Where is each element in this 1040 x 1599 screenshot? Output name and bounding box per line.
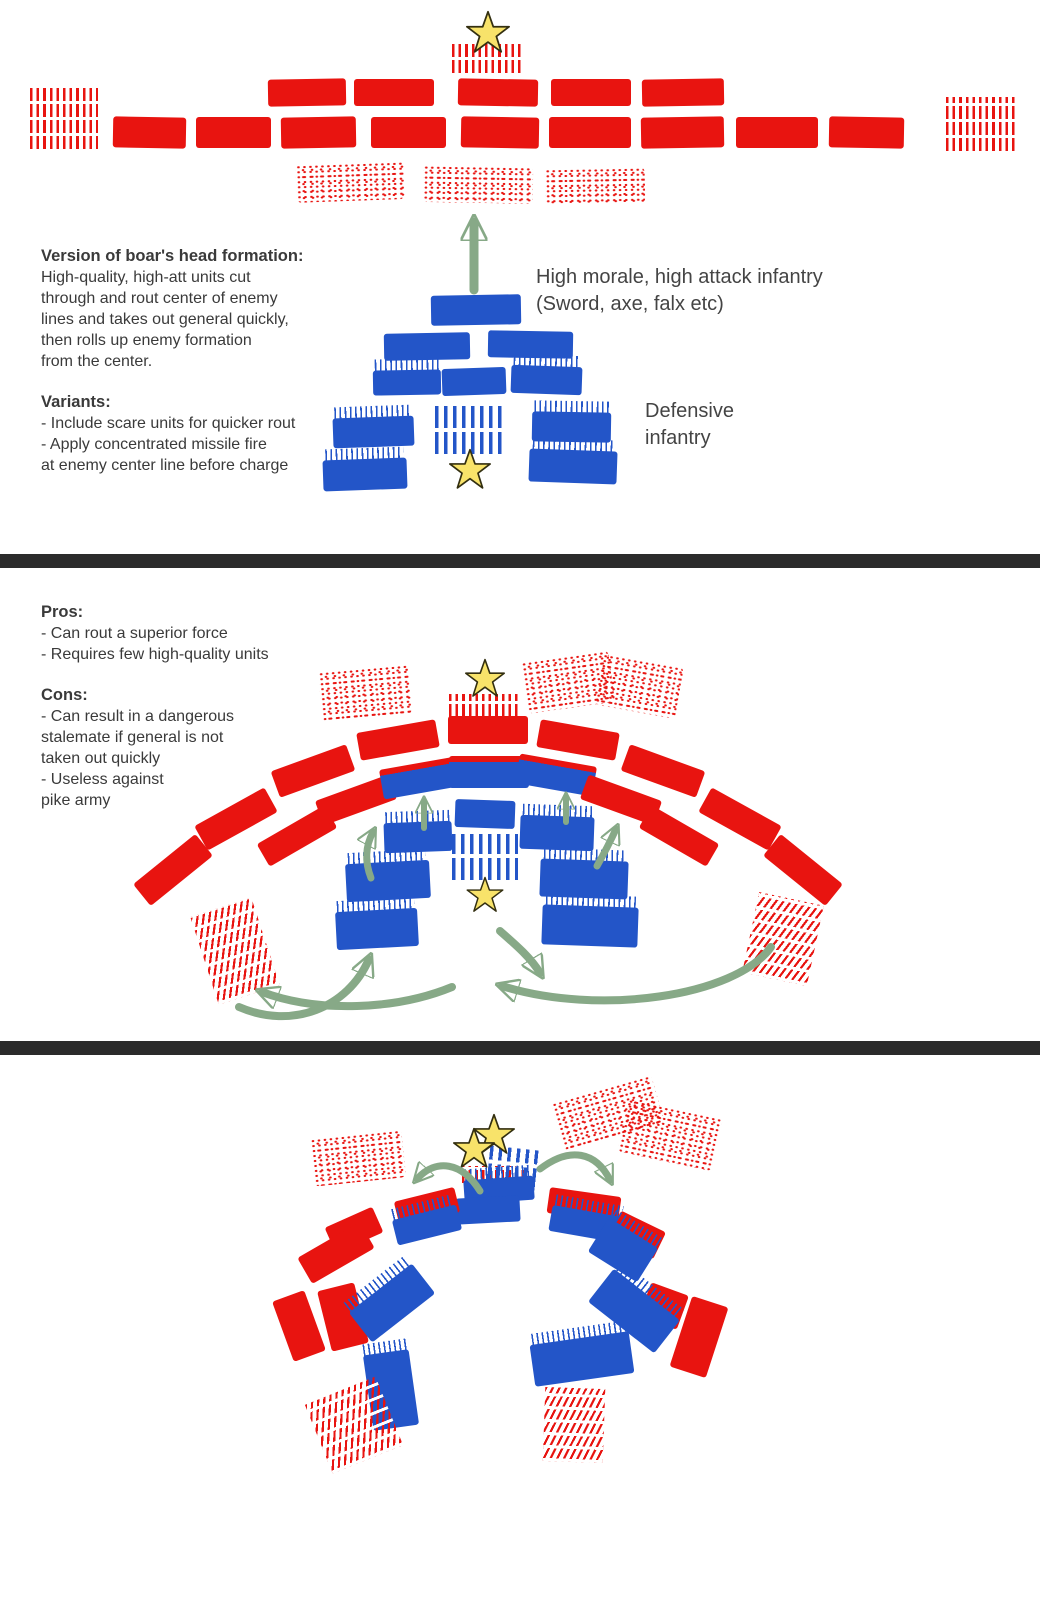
enemy-unit-block xyxy=(133,833,213,907)
enemy-unit-block xyxy=(354,79,434,106)
enemy-skirmisher-block xyxy=(295,161,405,203)
enemy-unit-block xyxy=(536,719,620,761)
general-star-icon xyxy=(466,876,504,912)
label-defensive-infantry: Defensive infantry xyxy=(645,398,805,452)
enemy-unit-block xyxy=(641,78,725,107)
panel-separator xyxy=(0,554,1040,568)
general-star-icon xyxy=(453,1127,495,1168)
enemy-unit-block xyxy=(196,117,271,148)
friendly-defensive-infantry-block xyxy=(510,364,583,396)
enemy-unit-block xyxy=(640,116,725,149)
enemy-skirmisher-block xyxy=(317,664,413,722)
enemy-unit-block xyxy=(272,1290,326,1362)
enemy-unit-block xyxy=(112,116,187,149)
enemy-skirmisher-block xyxy=(544,167,646,205)
friendly-defensive-infantry-block xyxy=(335,907,419,951)
notes-line: - Apply concentrated missile fire xyxy=(41,436,267,453)
notes-line: - Requires few high-quality units xyxy=(41,646,269,663)
notes-heading: Version of boar's head formation: xyxy=(41,247,304,265)
friendly-general-guard-block xyxy=(452,834,518,884)
friendly-defensive-infantry-block xyxy=(372,369,442,396)
friendly-defensive-infantry-block xyxy=(529,1331,635,1387)
enemy-skirmisher-block xyxy=(309,1129,407,1187)
notes-line: through and rout center of enemy xyxy=(41,290,278,307)
enemy-unit-block xyxy=(448,716,528,744)
friendly-defensive-infantry-block xyxy=(391,1204,463,1246)
notes-heading: Pros: xyxy=(41,603,84,621)
enemy-guard-cavalry-block xyxy=(946,97,1016,154)
enemy-unit-block xyxy=(551,79,631,106)
notes-heading: Cons: xyxy=(41,686,88,704)
enemy-flank-cavalry-block xyxy=(742,892,824,986)
enemy-unit-block xyxy=(549,117,631,148)
friendly-defensive-infantry-block xyxy=(528,448,618,485)
enemy-unit-block xyxy=(371,117,446,148)
enemy-flank-cavalry-block xyxy=(190,897,280,1005)
notes-line: pike army xyxy=(41,792,111,809)
label-line: High morale, high attack infantry xyxy=(536,266,823,288)
notes-line: - Useless against xyxy=(41,771,164,788)
notes-line: from the center. xyxy=(41,353,153,370)
enemy-skirmisher-block xyxy=(617,1098,723,1172)
notes-line: taken out quickly xyxy=(41,750,161,767)
friendly-unit-block xyxy=(441,366,507,397)
friendly-defensive-infantry-block xyxy=(322,457,408,492)
friendly-defensive-infantry-block xyxy=(541,904,639,948)
notes-line: - Can result in a dangerous xyxy=(41,708,234,725)
friendly-defensive-infantry-block xyxy=(519,814,595,852)
enemy-unit-block xyxy=(280,116,357,149)
notes-line: at enemy center line before charge xyxy=(41,457,289,474)
notes-line: High-quality, high-att units cut xyxy=(41,269,251,286)
notes-line: - Can rout a superior force xyxy=(41,625,228,642)
enemy-flank-cavalry-block xyxy=(542,1386,606,1464)
general-star-icon xyxy=(449,448,491,489)
notes-pros-cons: Pros: - Can rout a superior force - Requ… xyxy=(41,602,311,811)
label-line: (Sword, axe, falx etc) xyxy=(536,293,724,315)
general-star-icon xyxy=(465,658,505,697)
enemy-guard-cavalry-block xyxy=(449,694,519,720)
friendly-unit-block xyxy=(430,294,522,326)
enemy-unit-block xyxy=(267,78,347,107)
friendly-unit-block xyxy=(455,1195,521,1225)
general-star-icon xyxy=(466,10,510,53)
enemy-unit-block xyxy=(828,116,905,149)
friendly-defensive-infantry-block xyxy=(383,820,453,854)
notes-boars-head: Version of boar's head formation: High-q… xyxy=(41,246,331,476)
friendly-unit-block xyxy=(454,798,516,830)
friendly-defensive-infantry-block xyxy=(345,859,431,903)
enemy-skirmisher-block xyxy=(422,165,534,204)
notes-line: then rolls up enemy formation xyxy=(41,332,252,349)
enemy-guard-cavalry-block xyxy=(452,42,522,76)
enemy-unit-block xyxy=(356,719,440,761)
notes-heading: Variants: xyxy=(41,393,111,411)
notes-line: lines and takes out general quickly, xyxy=(41,311,289,328)
panel-separator xyxy=(0,1041,1040,1055)
friendly-defensive-infantry-block xyxy=(332,415,415,449)
enemy-skirmisher-block xyxy=(594,653,684,719)
notes-line: stalemate if general is not xyxy=(41,729,224,746)
enemy-guard-cavalry-block xyxy=(30,86,98,152)
label-line: Defensive xyxy=(645,400,734,422)
label-line: infantry xyxy=(645,427,711,449)
enemy-unit-block xyxy=(736,117,818,148)
notes-line: - Include scare units for quicker rout xyxy=(41,415,296,432)
enemy-unit-block xyxy=(457,78,539,107)
enemy-unit-block xyxy=(460,116,540,149)
friendly-unit-block xyxy=(383,332,471,361)
label-attack-infantry: High morale, high attack infantry (Sword… xyxy=(536,264,836,318)
